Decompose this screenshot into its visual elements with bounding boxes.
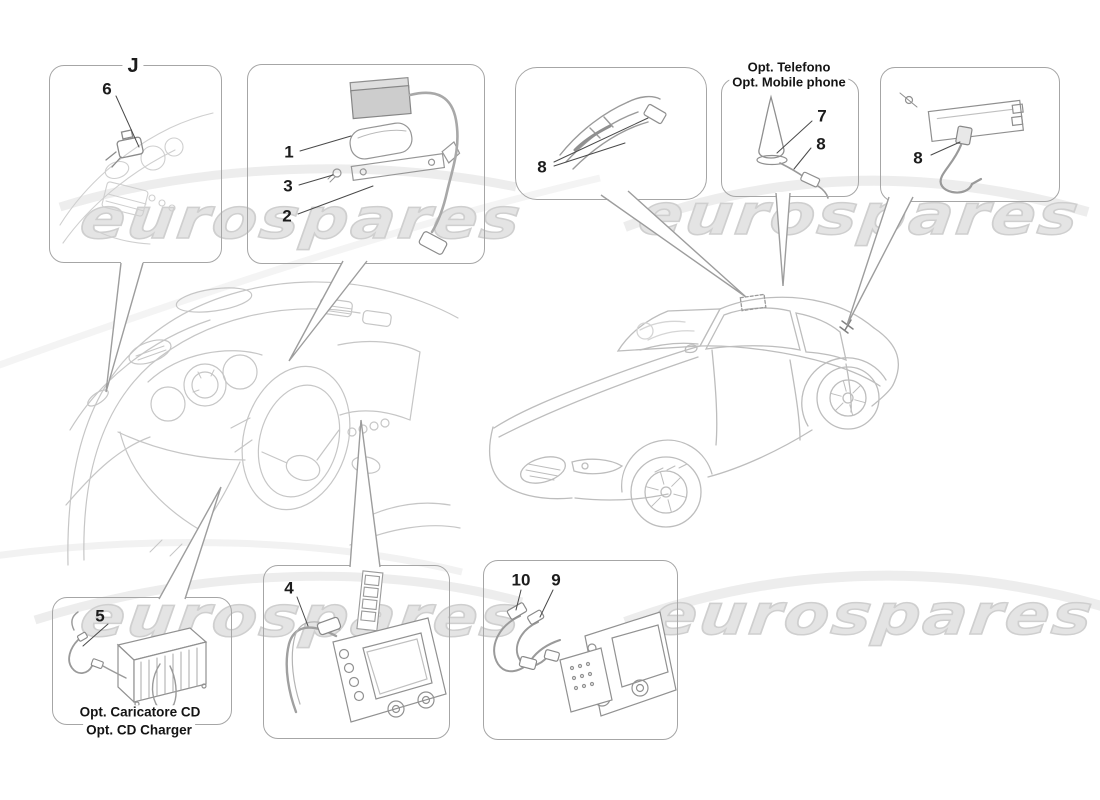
- part-number-7[interactable]: 7: [817, 106, 827, 126]
- callout-box-nav-module: [247, 64, 485, 264]
- callout-box-phone-antenna: [721, 78, 859, 197]
- part-number-8-rear-receiver[interactable]: 8: [913, 148, 923, 168]
- part-number-9[interactable]: 9: [551, 570, 561, 590]
- phone-antenna-title-italian: Opt. Telefono: [744, 60, 834, 74]
- watermark-eurospares: eurospares: [648, 582, 1099, 649]
- callout-box-dash-relay: [49, 65, 222, 263]
- callout-box-head-unit-cables: [483, 560, 678, 740]
- part-number-1[interactable]: 1: [284, 142, 294, 162]
- part-number-6[interactable]: 6: [102, 79, 112, 99]
- section-tag-j: J: [122, 56, 144, 76]
- part-number-8-roof-wiring[interactable]: 8: [537, 157, 547, 177]
- phone-antenna-title-english: Opt. Mobile phone: [729, 75, 849, 89]
- part-number-2[interactable]: 2: [282, 206, 292, 226]
- part-number-4[interactable]: 4: [284, 578, 294, 598]
- cd-charger-caption-italian: Opt. Caricatore CD: [76, 705, 204, 719]
- part-number-8-phone-antenna[interactable]: 8: [816, 134, 826, 154]
- rear-shelf-antenna-marker: [839, 319, 854, 334]
- callout-box-roof-wiring: [515, 67, 707, 200]
- callout-box-rear-receiver: [880, 67, 1060, 202]
- roof-module-location-marker: [739, 293, 767, 312]
- part-number-3[interactable]: 3: [283, 176, 293, 196]
- dashboard-interior-illustration: [65, 281, 461, 566]
- car-exterior-illustration: [488, 293, 900, 528]
- part-number-5[interactable]: 5: [95, 606, 105, 626]
- part-number-10[interactable]: 10: [511, 570, 531, 590]
- cd-charger-caption-english: Opt. CD Charger: [83, 723, 195, 737]
